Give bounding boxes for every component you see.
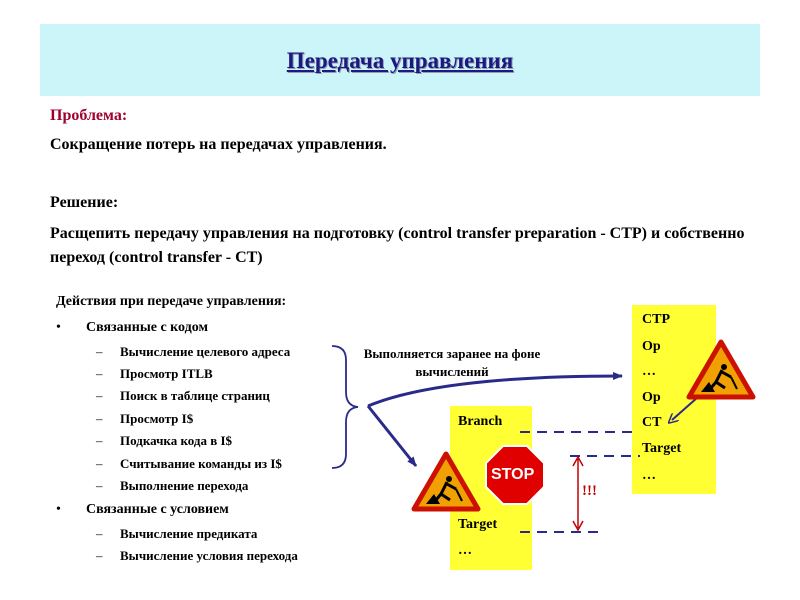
target-label: Target xyxy=(458,517,498,532)
dash: – xyxy=(96,366,103,381)
bullet: • xyxy=(56,320,61,335)
dash: – xyxy=(96,433,103,448)
list-item: Поиск в таблице страниц xyxy=(120,388,270,403)
dash: – xyxy=(96,411,103,426)
solution-text-content: Расщепить передачу управления на подгото… xyxy=(50,225,745,266)
annotation: Выполняется заранее на фоне вычислений xyxy=(363,346,541,379)
title-bar: Передача управления xyxy=(40,24,760,96)
list-item: Вычисление предиката xyxy=(120,526,258,541)
slide-title: Передача управления xyxy=(286,48,514,73)
ct-line: CT xyxy=(642,415,662,430)
arrow-to-sign xyxy=(366,405,418,467)
group-title-code: Связанные с кодом xyxy=(86,320,209,335)
dash: – xyxy=(96,344,103,359)
target-line: Target xyxy=(642,441,682,456)
actions-title: Действия при передаче управления: xyxy=(56,294,287,309)
stop-sign-icon xyxy=(485,445,545,505)
list-item: Просмотр ITLB xyxy=(120,366,213,381)
list-item: Подкачка кода в I$ xyxy=(120,433,233,448)
op-line: Op xyxy=(642,339,661,354)
brace-icon xyxy=(331,345,359,469)
op-line: Op xyxy=(642,390,661,405)
solution-text: Расщепить передачу управления на подгото… xyxy=(50,222,762,270)
ellipsis-label: … xyxy=(458,543,472,558)
dash: – xyxy=(96,388,103,403)
dash: – xyxy=(96,526,103,541)
list-item: Вычисление условия перехода xyxy=(120,548,298,563)
list-item: Считывание команды из I$ xyxy=(120,456,282,471)
exclamation-label: !!! xyxy=(582,483,597,499)
problem-text: Сокращение потерь на передачах управлени… xyxy=(50,136,387,153)
dash: – xyxy=(96,548,103,563)
roadwork-sign-icon xyxy=(686,339,756,400)
ellipsis-line: … xyxy=(642,468,656,483)
bullet: • xyxy=(56,502,61,517)
list-item: Просмотр I$ xyxy=(120,411,194,426)
dash: – xyxy=(96,456,103,471)
branch-label: Branch xyxy=(458,414,503,429)
group-title-condition: Связанные с условием xyxy=(86,502,229,517)
ellipsis-line: … xyxy=(642,364,656,379)
arrow-to-ct xyxy=(672,396,699,420)
dash: – xyxy=(96,478,103,493)
ctp-line: CTP xyxy=(642,312,670,327)
stop-label: STOP xyxy=(491,466,535,483)
list-item: Выполнение перехода xyxy=(120,478,249,493)
roadwork-sign-icon xyxy=(411,451,481,512)
curved-arrow-icon xyxy=(367,372,623,408)
problem-label: Проблема: xyxy=(50,107,128,124)
solution-label: Решение: xyxy=(50,194,119,211)
list-item: Вычисление целевого адреса xyxy=(120,344,291,359)
